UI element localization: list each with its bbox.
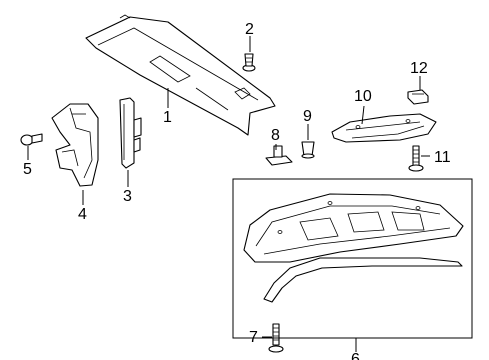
part-9-retainer <box>301 141 315 159</box>
callout-11: 11 <box>434 149 451 166</box>
part-8-clip <box>265 145 293 166</box>
inset-box <box>232 178 473 339</box>
part-3-seal-strip <box>119 97 142 169</box>
part-2-push-clip <box>242 53 256 72</box>
callout-9: 9 <box>303 108 312 125</box>
callout-8: 8 <box>271 127 280 144</box>
callout-3: 3 <box>123 188 132 205</box>
callout-12: 12 <box>410 60 428 77</box>
part-12-clip <box>407 89 429 105</box>
callout-labels: 1 2 3 4 5 6 7 8 9 10 11 12 <box>23 21 451 360</box>
part-10-splash-shield <box>331 113 437 143</box>
leader-lines <box>27 36 430 352</box>
part-4-air-deflector <box>51 103 99 187</box>
callout-1: 1 <box>163 109 172 126</box>
part-1-radiator-support-cover <box>85 14 276 136</box>
callout-7: 7 <box>249 329 258 346</box>
callout-4: 4 <box>78 206 87 223</box>
part-5-push-pin <box>20 133 43 146</box>
part-11-bolt <box>408 145 424 172</box>
callout-6: 6 <box>351 351 360 360</box>
callout-5: 5 <box>23 161 32 178</box>
callout-2: 2 <box>245 21 254 38</box>
part-7-bolt <box>268 323 284 353</box>
callout-10: 10 <box>354 88 372 105</box>
